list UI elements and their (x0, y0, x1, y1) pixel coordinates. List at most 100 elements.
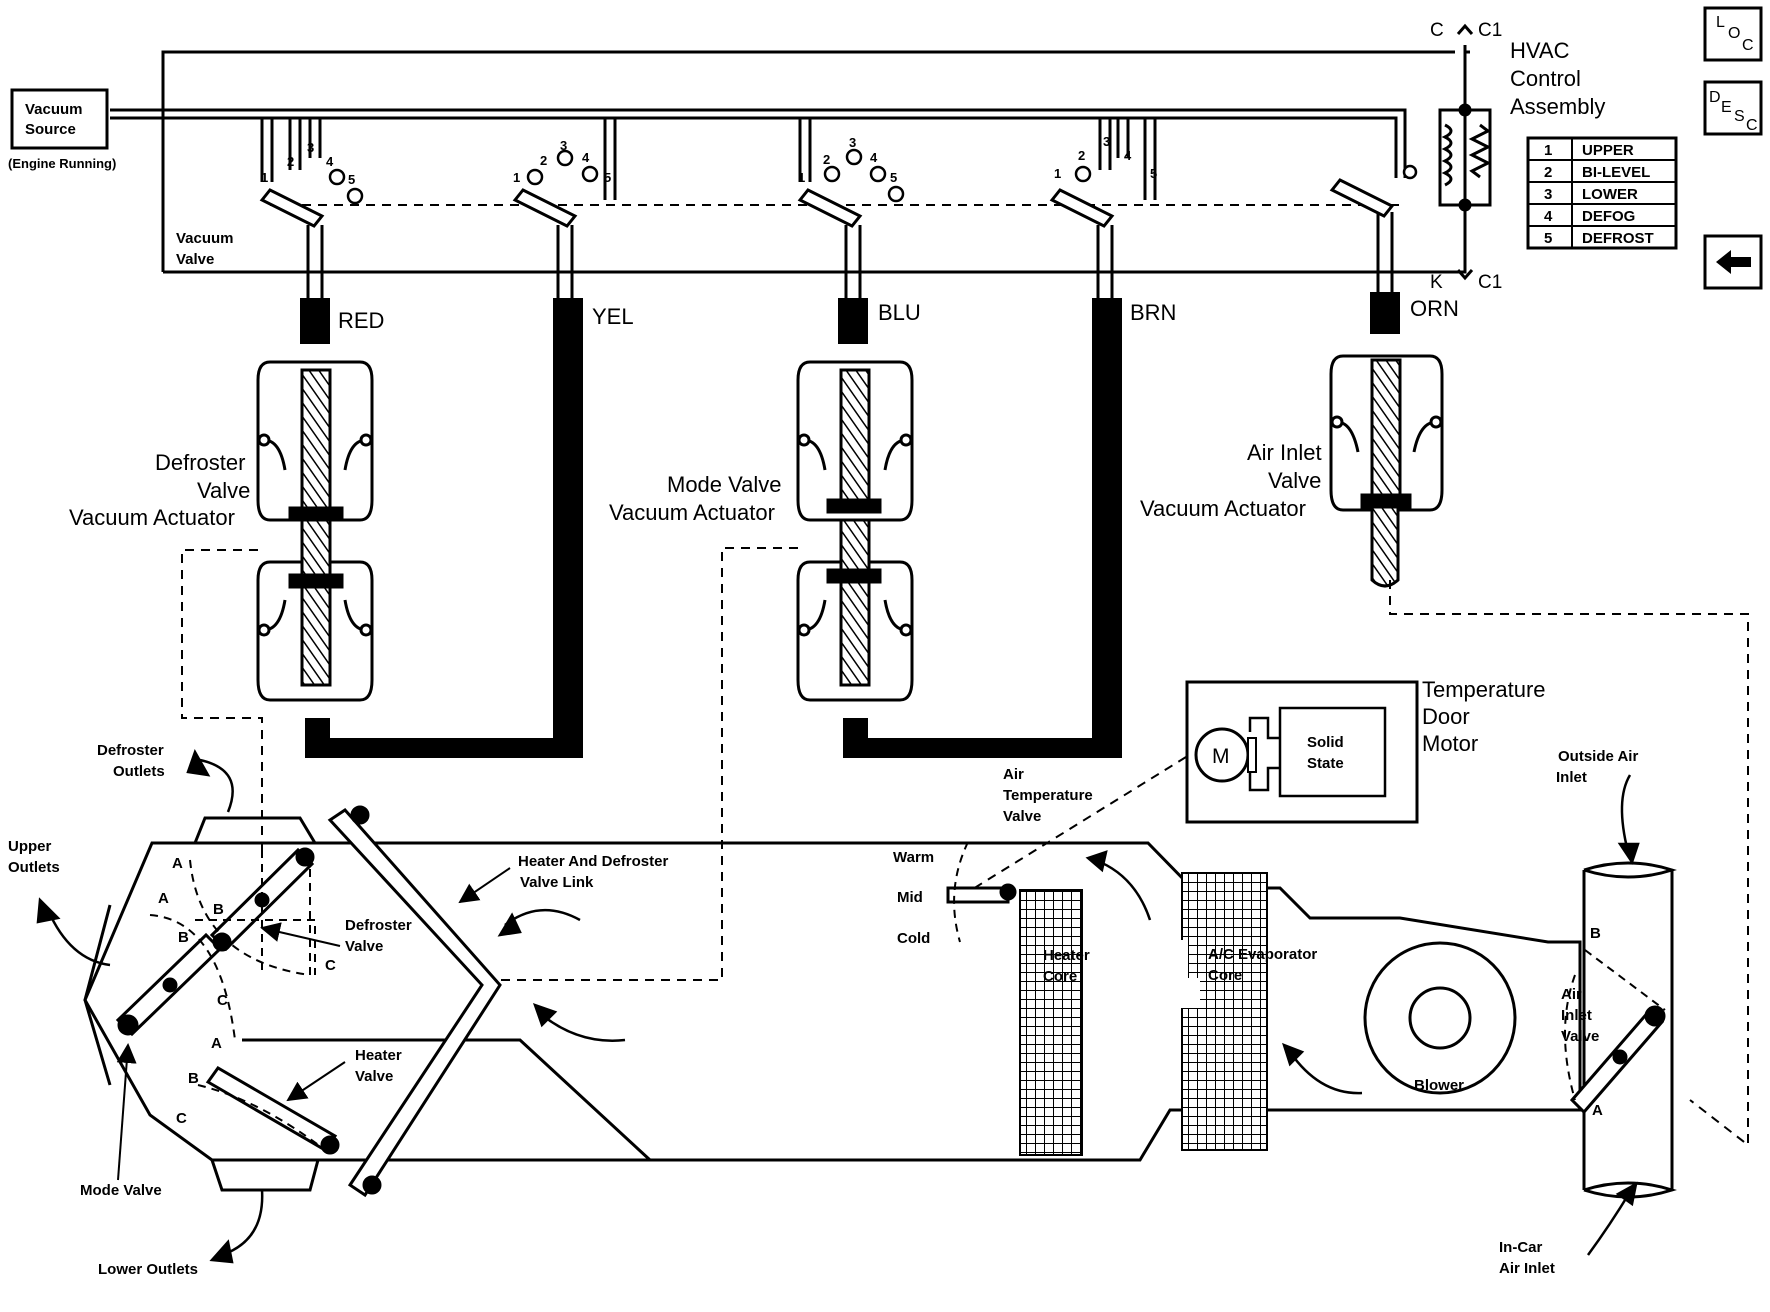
svg-text:Outlets: Outlets (113, 763, 165, 780)
svg-text:B: B (213, 901, 224, 918)
svg-text:Motor: Motor (1422, 731, 1478, 756)
svg-text:C: C (217, 992, 228, 1009)
svg-text:LOWER: LOWER (1582, 186, 1638, 203)
svg-text:B: B (188, 1070, 199, 1087)
hvac-case (83, 816, 1677, 1199)
desc-button[interactable]: D E S C (1703, 80, 1763, 136)
svg-text:Solid: Solid (1307, 734, 1344, 751)
svg-text:3: 3 (307, 140, 314, 155)
svg-text:Cold: Cold (897, 930, 930, 947)
svg-text:Valve: Valve (197, 478, 250, 503)
svg-text:5: 5 (604, 170, 611, 185)
svg-text:A/C Evaporator: A/C Evaporator (1208, 946, 1317, 963)
svg-text:Control: Control (1510, 66, 1581, 91)
vacuum-valve-label-2: Valve (176, 251, 214, 268)
svg-text:2: 2 (1078, 148, 1085, 163)
svg-text:DEFROST: DEFROST (1582, 230, 1654, 247)
loc-button[interactable]: L O C (1703, 6, 1763, 62)
svg-text:5: 5 (348, 172, 355, 187)
port-circles (328, 148, 1418, 205)
port-numbers: 1 2 3 4 5 1 2 3 4 5 1 2 3 4 5 1 2 3 4 5 (261, 134, 1157, 187)
svg-text:BRN: BRN (1130, 300, 1176, 325)
svg-text:In-Car: In-Car (1499, 1239, 1543, 1256)
svg-text:2: 2 (287, 154, 294, 169)
mode-actuator (796, 360, 914, 702)
svg-text:YEL: YEL (592, 304, 634, 329)
svg-text:5: 5 (1544, 230, 1552, 247)
svg-text:Door: Door (1422, 704, 1470, 729)
svg-text:Defroster: Defroster (345, 917, 412, 934)
svg-text:4: 4 (326, 154, 334, 169)
svg-text:HVAC: HVAC (1510, 38, 1570, 63)
svg-text:Mode Valve: Mode Valve (80, 1182, 162, 1199)
defroster-actuator (256, 360, 374, 702)
blower (1363, 941, 1517, 1095)
svg-text:5: 5 (890, 170, 897, 185)
svg-text:Temperature: Temperature (1422, 677, 1546, 702)
svg-text:5: 5 (1150, 166, 1157, 181)
svg-text:BI-LEVEL: BI-LEVEL (1582, 164, 1650, 181)
svg-text:Outside Air: Outside Air (1558, 748, 1638, 765)
control-assembly-circuit (1438, 23, 1492, 281)
leader-lines (116, 867, 511, 1181)
svg-text:Air: Air (1561, 986, 1582, 1003)
vacuum-hoses (300, 292, 1400, 758)
svg-text:Valve: Valve (355, 1068, 393, 1085)
svg-text:Inlet: Inlet (1561, 1007, 1592, 1024)
connector-c1-bottom-label: C1 (1478, 272, 1502, 293)
temperature-door-motor: M Solid State (1185, 680, 1419, 824)
svg-text:Mid: Mid (897, 889, 923, 906)
connector-k-label: K (1430, 272, 1443, 293)
svg-text:Heater And Defroster: Heater And Defroster (518, 853, 668, 870)
svg-text:C: C (1742, 37, 1754, 54)
svg-text:UPPER: UPPER (1582, 142, 1634, 159)
svg-text:3: 3 (560, 138, 567, 153)
svg-text:Upper: Upper (8, 838, 52, 855)
svg-text:Vacuum Actuator: Vacuum Actuator (1140, 496, 1306, 521)
svg-text:RED: RED (338, 308, 384, 333)
svg-text:Mode Valve: Mode Valve (667, 472, 782, 497)
linkage-lines (181, 547, 1749, 1148)
svg-text:2: 2 (1544, 164, 1552, 181)
hose-labels: RED YEL BLU BRN ORN (338, 296, 1459, 333)
svg-text:2: 2 (823, 152, 830, 167)
svg-text:1: 1 (798, 170, 805, 185)
svg-text:C: C (1746, 117, 1758, 134)
svg-text:Air Inlet: Air Inlet (1247, 440, 1322, 465)
hvac-control-title: HVAC Control Assembly (1510, 38, 1605, 119)
svg-text:1: 1 (1054, 166, 1061, 181)
svg-text:Heater: Heater (355, 1047, 402, 1064)
valve-levers (259, 178, 1395, 298)
svg-text:Outlets: Outlets (8, 859, 60, 876)
svg-text:Source: Source (25, 121, 76, 138)
heater-core (1019, 889, 1083, 1156)
svg-text:A: A (211, 1035, 222, 1052)
svg-text:Valve: Valve (345, 938, 383, 955)
svg-text:4: 4 (870, 150, 878, 165)
valves (115, 805, 1666, 1198)
svg-text:State: State (1307, 755, 1344, 772)
svg-text:A: A (1592, 1102, 1603, 1119)
svg-text:Vacuum Actuator: Vacuum Actuator (69, 505, 235, 530)
svg-text:3: 3 (1544, 186, 1552, 203)
flow-arrows (36, 748, 1640, 1264)
svg-text:Blower: Blower (1414, 1077, 1464, 1094)
svg-text:E: E (1721, 99, 1732, 116)
svg-text:DEFOG: DEFOG (1582, 208, 1635, 225)
case-labels: Defroster Outlets Upper Outlets Lower Ou… (8, 742, 1638, 1278)
svg-text:C: C (176, 1110, 187, 1127)
svg-text:1: 1 (261, 170, 268, 185)
svg-text:4: 4 (1124, 148, 1132, 163)
back-button[interactable] (1703, 234, 1763, 290)
svg-text:Defroster: Defroster (97, 742, 164, 759)
mode-actuator-label: Mode Valve Vacuum Actuator (609, 472, 782, 525)
svg-text:A: A (158, 890, 169, 907)
svg-text:Core: Core (1043, 968, 1077, 985)
svg-text:1: 1 (1544, 142, 1552, 159)
connector-c1-top-label: C1 (1478, 20, 1502, 41)
svg-text:Valve: Valve (1561, 1028, 1599, 1045)
svg-text:4: 4 (582, 150, 590, 165)
air-inlet-actuator-label: Air Inlet Valve Vacuum Actuator (1140, 440, 1322, 521)
